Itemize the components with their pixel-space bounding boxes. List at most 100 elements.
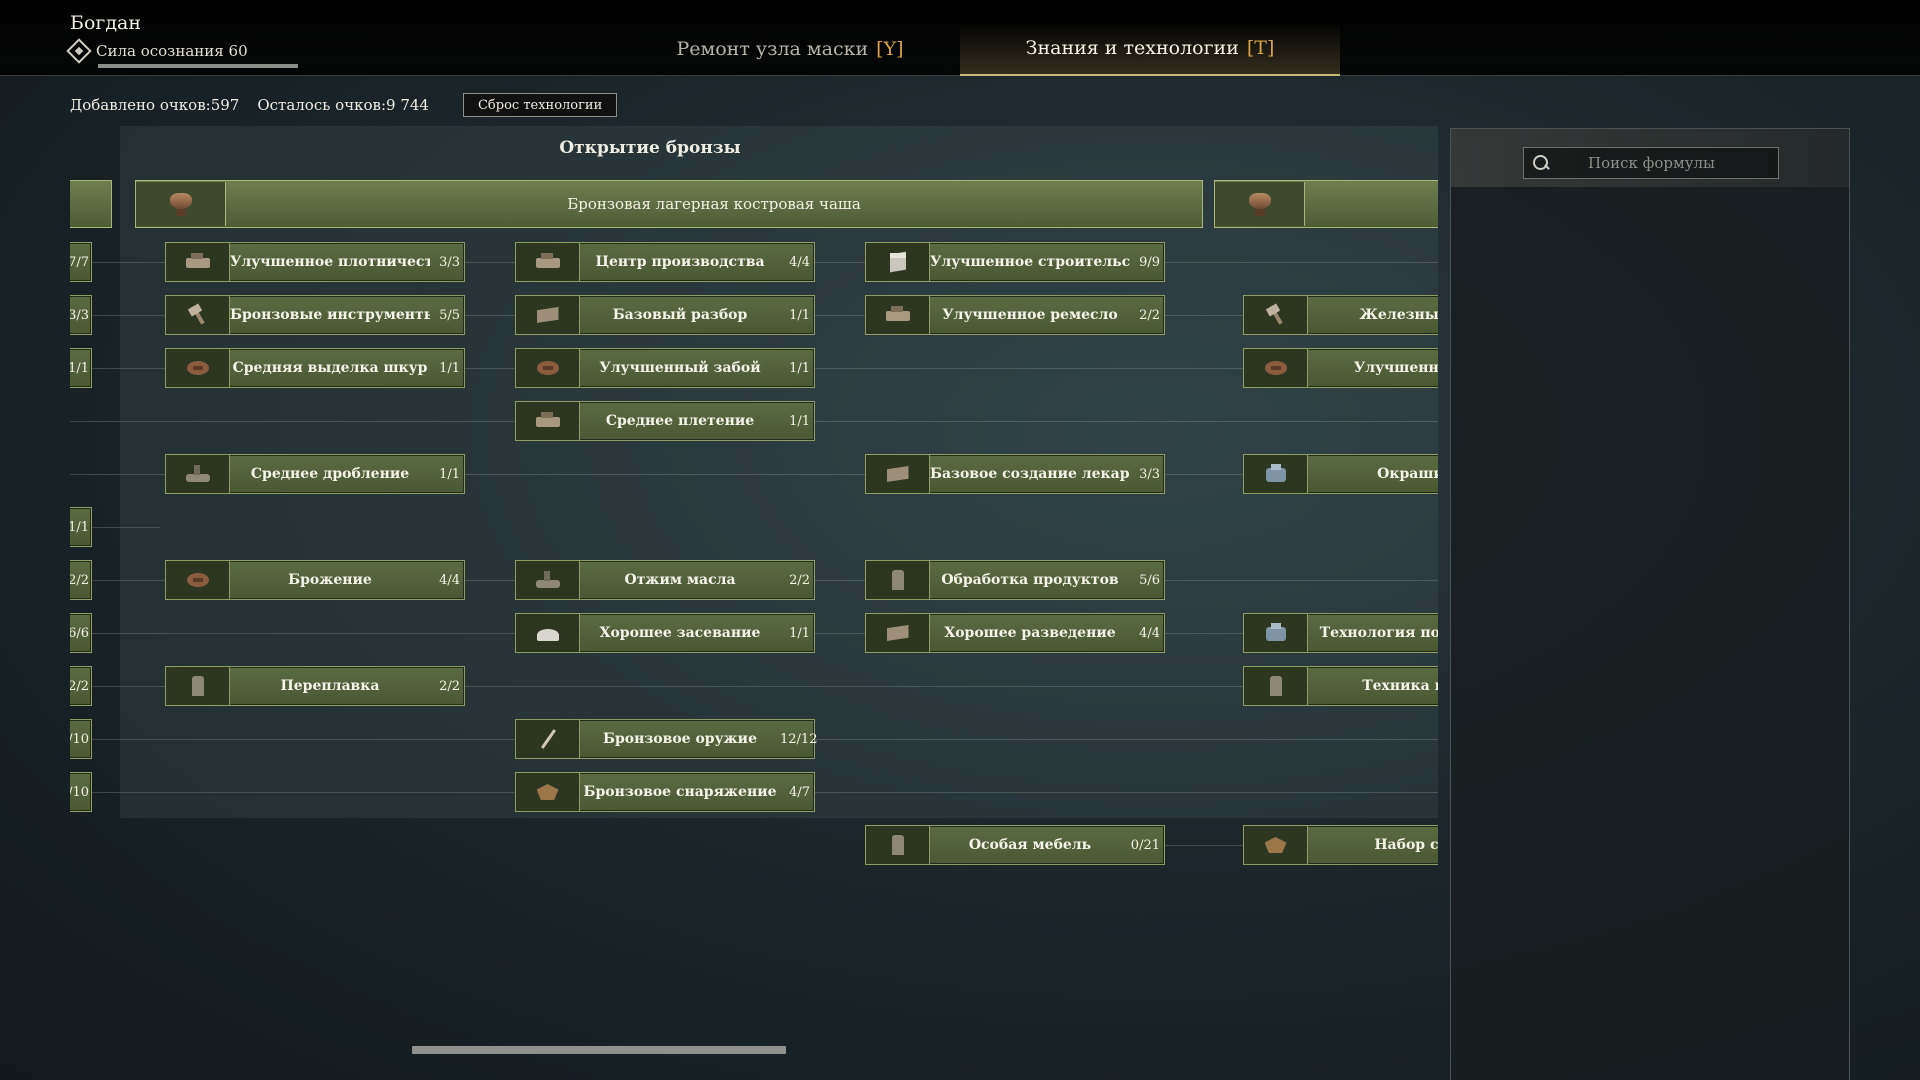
tech-node-count: 4/4	[789, 254, 810, 270]
tech-node-count: /10	[70, 731, 89, 747]
iron-tools-icon	[1244, 296, 1308, 334]
era-header-bronze[interactable]: Бронзовая лагерная костровая чаша	[135, 180, 1203, 228]
armor-icon	[516, 773, 580, 811]
top-bar: Богдан Сила осознания 60 Ремонт узла мас…	[0, 0, 1920, 76]
tech-node-label: Улучшенное плотничество	[230, 254, 430, 270]
tech-node-count: 2/2	[1139, 307, 1160, 323]
tech-node-label: Центр производства	[595, 254, 765, 270]
tech-node-offscreen[interactable]: 3/3	[70, 295, 92, 335]
tech-node[interactable]: Брожение 4/4	[165, 560, 465, 600]
tech-node-count: 5/6	[1139, 572, 1160, 588]
stone-block-icon	[866, 243, 930, 281]
awareness-diamond-icon	[66, 38, 92, 64]
tech-node-label: Брожение	[288, 572, 372, 588]
tech-node[interactable]: Базовое создание лекарств3/3	[865, 454, 1165, 494]
tech-node[interactable]: Базовый разбор 1/1	[515, 295, 815, 335]
axe-icon	[166, 296, 230, 334]
tech-node[interactable]: Технология по температу	[1243, 613, 1438, 653]
hide-icon	[1244, 349, 1308, 387]
tech-node[interactable]: Набор сабле	[1243, 825, 1438, 865]
tech-node-label: Отжим масла	[624, 572, 736, 588]
tech-node-label: Улучшенный забой	[599, 360, 761, 376]
tech-node[interactable]: Хорошее разведение 4/4	[865, 613, 1165, 653]
connector-line	[70, 527, 160, 528]
tech-node-label: Техника печи с	[1362, 678, 1438, 694]
horizontal-scrollbar[interactable]	[412, 1046, 786, 1054]
tech-node-offscreen[interactable]: 6/6	[70, 613, 92, 653]
tech-node-count: 4/4	[1139, 625, 1160, 641]
tech-node-count: 1/1	[789, 307, 810, 323]
tech-node-count: 6/6	[70, 625, 89, 641]
spear-icon	[516, 720, 580, 758]
tech-node[interactable]: Бронзовое снаряжение 4/7	[515, 772, 815, 812]
food-processing-icon	[866, 561, 930, 599]
awareness-progress-bar	[98, 64, 298, 68]
tech-node-label: Железные инст	[1359, 307, 1438, 323]
tech-node[interactable]: Техника печи с	[1243, 666, 1438, 706]
tab-knowledge-technology[interactable]: Знания и технологии [T]	[960, 22, 1340, 76]
tech-node-label: Базовый разбор	[612, 307, 748, 323]
tech-node-offscreen[interactable]: 1/1	[70, 507, 92, 547]
temperature-icon	[1244, 614, 1308, 652]
tech-node-count: 1/1	[789, 625, 810, 641]
crafting-icon	[866, 296, 930, 334]
formula-search-box[interactable]	[1523, 147, 1779, 179]
tech-tree-viewport[interactable]: Открытие бронзы Бронзовая лагерная костр…	[70, 126, 1438, 1060]
breeding-icon	[866, 614, 930, 652]
tech-node-label: Среднее плетение	[605, 413, 755, 429]
tech-node-offscreen[interactable]: 7/7	[70, 242, 92, 282]
tech-node[interactable]: Железные инст	[1243, 295, 1438, 335]
tech-node[interactable]: Улучшенная выд	[1243, 348, 1438, 388]
tech-node-label: Хорошее разведение	[944, 625, 1116, 641]
tech-node-label: Бронзовое снаряжение	[583, 784, 777, 800]
tech-node-offscreen[interactable]: 2/2	[70, 666, 92, 706]
tech-node-offscreen[interactable]: /10	[70, 772, 92, 812]
medicine-icon	[866, 455, 930, 493]
tech-node-label: Базовое создание лекарств	[930, 466, 1130, 482]
workbench-icon	[516, 243, 580, 281]
formula-search-input[interactable]	[1554, 154, 1779, 172]
tech-node-count: 2/2	[439, 678, 460, 694]
disassembly-icon	[516, 296, 580, 334]
search-icon	[1524, 148, 1554, 178]
tech-node-count: 4/4	[439, 572, 460, 588]
tech-node[interactable]: Окрашиван	[1243, 454, 1438, 494]
era-header-prev	[70, 180, 112, 228]
awareness-label: Сила осознания 60	[96, 42, 248, 60]
awareness-progress-fill	[98, 64, 298, 68]
reset-technology-button[interactable]: Сброс технологии	[462, 93, 618, 117]
tab-hotkey: [Y]	[876, 38, 904, 60]
dyeing-icon	[1244, 455, 1308, 493]
tech-node-offscreen[interactable]: 1/1	[70, 348, 92, 388]
tech-node[interactable]: Обработка продуктов 5/6	[865, 560, 1165, 600]
oil-press-icon	[516, 561, 580, 599]
tech-node-offscreen[interactable]: 2/2	[70, 560, 92, 600]
tech-node-offscreen[interactable]: /10	[70, 719, 92, 759]
furnace-icon	[1244, 667, 1308, 705]
tech-node[interactable]: Улучшенное строительство9/9	[865, 242, 1165, 282]
furniture-icon	[866, 826, 930, 864]
fermentation-icon	[166, 561, 230, 599]
tech-node-count: 4/7	[789, 784, 810, 800]
tab-mask-node-repair[interactable]: Ремонт узла маски [Y]	[640, 22, 940, 76]
tech-node-label: Обработка продуктов	[941, 572, 1119, 588]
tech-node-count: 1/1	[439, 360, 460, 376]
tech-node-count: 3/3	[70, 307, 89, 323]
formula-panel	[1450, 128, 1850, 1080]
next-era-bowl-icon	[1215, 182, 1305, 226]
tech-node[interactable]: Центр производства 4/4	[515, 242, 815, 282]
tech-node[interactable]: Переплавка 2/2	[165, 666, 465, 706]
tech-node-label: Переплавка	[280, 678, 380, 694]
era-header-next[interactable]	[1214, 180, 1438, 228]
